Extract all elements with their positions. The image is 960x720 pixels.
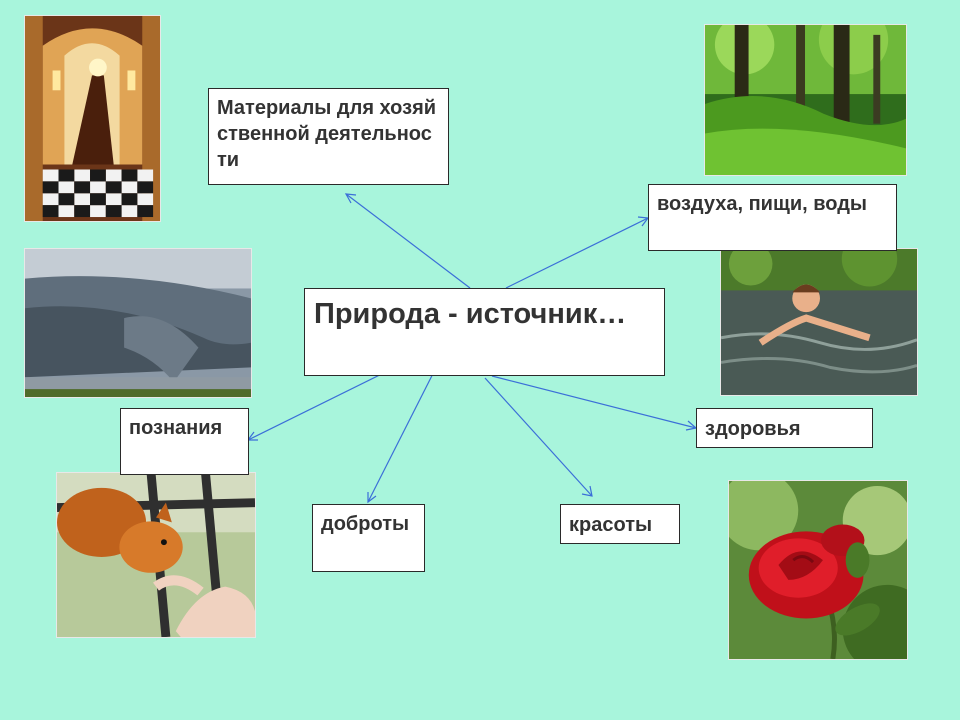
node-health: здоровья xyxy=(696,408,873,448)
node-kindness: доброты xyxy=(312,504,425,572)
interior-photo xyxy=(24,15,161,222)
swimmer-photo xyxy=(720,248,918,396)
arrow-to-beauty xyxy=(484,377,593,497)
arrow-to-air xyxy=(505,216,650,289)
node-knowledge: познания xyxy=(120,408,249,475)
squirrel-photo xyxy=(56,472,256,638)
arrow-to-materials xyxy=(344,193,471,289)
arrow-to-health xyxy=(491,375,698,431)
center-node: Природа - источник… xyxy=(304,288,665,376)
storm-cloud-photo xyxy=(24,248,252,398)
forest-photo xyxy=(704,24,907,176)
node-air-food-water: воздуха, пищи, воды xyxy=(648,184,897,251)
rose-photo xyxy=(728,480,908,660)
node-materials: Материалы для хозяйственной деятельности xyxy=(208,88,449,185)
node-beauty: красоты xyxy=(560,504,680,544)
